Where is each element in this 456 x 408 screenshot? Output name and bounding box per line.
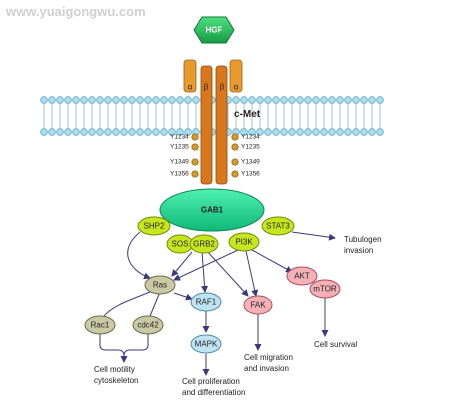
mtor-node [309, 279, 341, 299]
outcome-migration-line2: and invasion [244, 364, 289, 373]
pi3k-node [228, 232, 260, 252]
phospho-dot [191, 158, 199, 166]
fak-node [243, 295, 273, 315]
outcome-motility-line2: cytoskeleton [94, 376, 138, 385]
raf1-label: RAF1 [196, 298, 217, 307]
outcome-migration-line1: Cell migration [244, 353, 293, 362]
phospho-sites-left: Y1234 Y1235 Y1349 Y1356 [170, 133, 199, 178]
receptor-label: c-Met [234, 109, 261, 120]
arrow-ras-rac1 [103, 291, 151, 317]
stat3-label: STAT3 [266, 222, 290, 231]
arrow-pi3k-akt [251, 249, 293, 273]
arrow-grb2-raf1 [201, 251, 209, 293]
outcome-proliferation-line2: and differentiation [182, 388, 245, 397]
akt-node [286, 266, 318, 286]
phospho-sites-right: Y1234 Y1235 Y1349 Y1356 [231, 133, 260, 178]
rac1-node [84, 315, 116, 335]
alpha-label-left: α [188, 83, 193, 92]
grb2-node [189, 234, 219, 254]
raf1-node [190, 292, 222, 312]
gab1-label: GAB1 [201, 206, 224, 215]
grb2-label: GRB2 [193, 240, 215, 249]
arrow-pi3k-ras [173, 249, 239, 281]
gab1-adaptor [159, 188, 265, 232]
site-label: Y1234 [241, 134, 260, 141]
watermark-text: www.yuaigongwu.com [5, 4, 146, 19]
site-label: Y1349 [170, 159, 189, 166]
arrow-grb2-ras [171, 251, 193, 277]
hgf-label: HGF [206, 26, 223, 35]
rac1-label: Rac1 [91, 321, 110, 330]
phospho-dot [191, 170, 199, 178]
site-label: Y1235 [170, 144, 189, 151]
arrow-shp2-ras [127, 231, 151, 280]
site-label: Y1234 [170, 134, 189, 141]
phospho-dot [231, 133, 239, 141]
pathway-arrows [99, 231, 336, 376]
beta-chain-right [215, 65, 228, 185]
phospho-dot [231, 158, 239, 166]
mtor-label: mTOR [313, 285, 337, 294]
phospho-dot [191, 133, 199, 141]
beta-label-left: β [204, 83, 209, 92]
outcome-tubulogen-line1: Tubulogen [344, 235, 382, 244]
phospho-dot [191, 143, 199, 151]
site-label: Y1356 [170, 171, 189, 178]
sos-label: SOS [172, 240, 189, 249]
site-label: Y1356 [241, 171, 260, 178]
beta-label-right: β [220, 83, 225, 92]
outcome-survival: Cell survival [314, 340, 357, 349]
outcome-tubulogen-line2: invasion [344, 246, 373, 255]
beta-chain-left [200, 65, 213, 185]
arrow-ras-cdc42 [149, 291, 161, 317]
shp2-label: SHP2 [144, 222, 165, 231]
cdc42-node [132, 315, 164, 335]
outcome-proliferation-line1: Cell proliferation [182, 377, 240, 386]
mapk-label: MAPK [195, 340, 218, 349]
ras-node [144, 275, 176, 295]
phospho-dot [231, 143, 239, 151]
alpha-chain-right [229, 59, 243, 93]
arrow-ras-raf1 [173, 292, 193, 301]
fak-label: FAK [250, 301, 266, 310]
shp2-node [137, 216, 171, 236]
arrow-stat3-tubulogen [291, 231, 336, 241]
phospho-dot [231, 170, 239, 178]
arrow-merge-rac1-cdc42 [99, 334, 149, 357]
cdc42-label: cdc42 [137, 321, 159, 330]
akt-label: AKT [294, 272, 310, 281]
arrow-grb2-fak [205, 249, 249, 297]
site-label: Y1235 [241, 144, 260, 151]
pi3k-label: PI3K [235, 238, 253, 247]
arrow-pi3k-fak [245, 250, 259, 297]
outcome-motility-line1: Cell motility [94, 365, 135, 374]
alpha-label-right: α [234, 83, 239, 92]
alpha-chain-left [183, 59, 197, 93]
mapk-node [190, 334, 222, 354]
ras-label: Ras [153, 281, 167, 290]
site-label: Y1349 [241, 159, 260, 166]
stat3-node [261, 216, 295, 236]
hgf-ligand [193, 16, 235, 44]
